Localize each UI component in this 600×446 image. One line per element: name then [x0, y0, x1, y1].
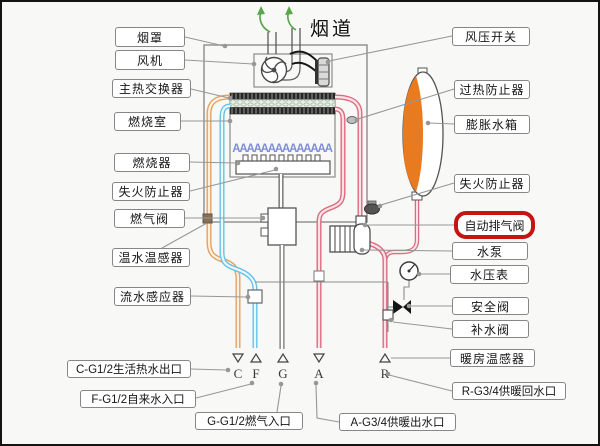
label-water-pump: 水泵	[452, 242, 528, 260]
label-combustion-chamber: 燃烧室	[114, 112, 181, 131]
label-refill-valve: 补水阀	[452, 320, 529, 338]
label-flame-failure-right: 失火防止器	[454, 174, 530, 193]
label-main-heat-exchanger: 主热交换器	[112, 79, 191, 98]
cold-water-pipe	[219, 103, 258, 348]
label-flame-failure-left: 失火防止器	[112, 182, 190, 201]
label-port-g-gas-inlet: G-G1/2燃气入口	[195, 412, 303, 430]
heat-exchanger	[229, 92, 336, 115]
flue-pipes	[267, 28, 301, 54]
gas-valve-icon	[260, 207, 297, 246]
pump-icon	[329, 215, 371, 255]
label-port-a-heating-outlet: A-G3/4供暖出水口	[339, 413, 456, 431]
label-fan: 风机	[115, 50, 185, 70]
label-gas-valve: 燃气阀	[114, 209, 185, 228]
flame-row: AAAAAAAAAAAAAA	[232, 143, 332, 155]
port-triangles	[231, 352, 392, 364]
heating-pipes	[316, 94, 420, 348]
pressure-gauge-icon	[399, 261, 419, 281]
refill-valve-icon	[382, 309, 394, 321]
expansion-tank	[402, 67, 444, 201]
label-port-f-tap-water-inlet: F-G1/2自来水入口	[80, 390, 196, 408]
leader-lines	[161, 35, 455, 423]
label-water-temp-sensor: 温水温感器	[112, 248, 190, 267]
refill-line	[255, 280, 410, 332]
port-letter-r: R	[381, 366, 390, 381]
leader-dots	[222, 43, 431, 387]
flue-title: 烟道	[310, 19, 355, 40]
label-overheat-preventer: 过热防止器	[454, 80, 530, 99]
fan-icon	[260, 56, 288, 84]
pressure-switch-icon	[289, 50, 330, 87]
label-burner: 燃烧器	[114, 153, 190, 172]
flue-elbow-2	[279, 54, 301, 81]
label-port-r-heating-return: R-G3/4供暖回水口	[452, 382, 566, 400]
label-smoke-hood: 烟罩	[115, 27, 185, 47]
label-expansion-tank: 膨胀水箱	[454, 115, 530, 134]
exhaust-arrow-icons	[257, 6, 297, 33]
burner	[235, 154, 331, 175]
port-letter-a: A	[314, 366, 324, 381]
port-letter-f: F	[252, 366, 259, 381]
label-air-pressure-switch: 风压开关	[452, 27, 530, 46]
flame-failure-sensor-icon	[364, 200, 380, 215]
junction-fitting	[313, 270, 325, 282]
label-safety-valve: 安全阀	[452, 297, 529, 315]
label-flow-sensor: 流水感应器	[114, 287, 191, 306]
label-port-c-hot-water-outlet: C-G1/2生活热水出口	[67, 360, 191, 378]
port-letter-g: G	[278, 366, 287, 381]
port-letter-c: C	[234, 366, 243, 381]
label-auto-air-vent-highlighted: 自动排气阀	[454, 211, 535, 239]
label-pressure-gauge: 水压表	[450, 265, 529, 284]
fan-compartment	[253, 53, 333, 88]
label-room-temp-sensor: 暖房温感器	[450, 349, 535, 367]
